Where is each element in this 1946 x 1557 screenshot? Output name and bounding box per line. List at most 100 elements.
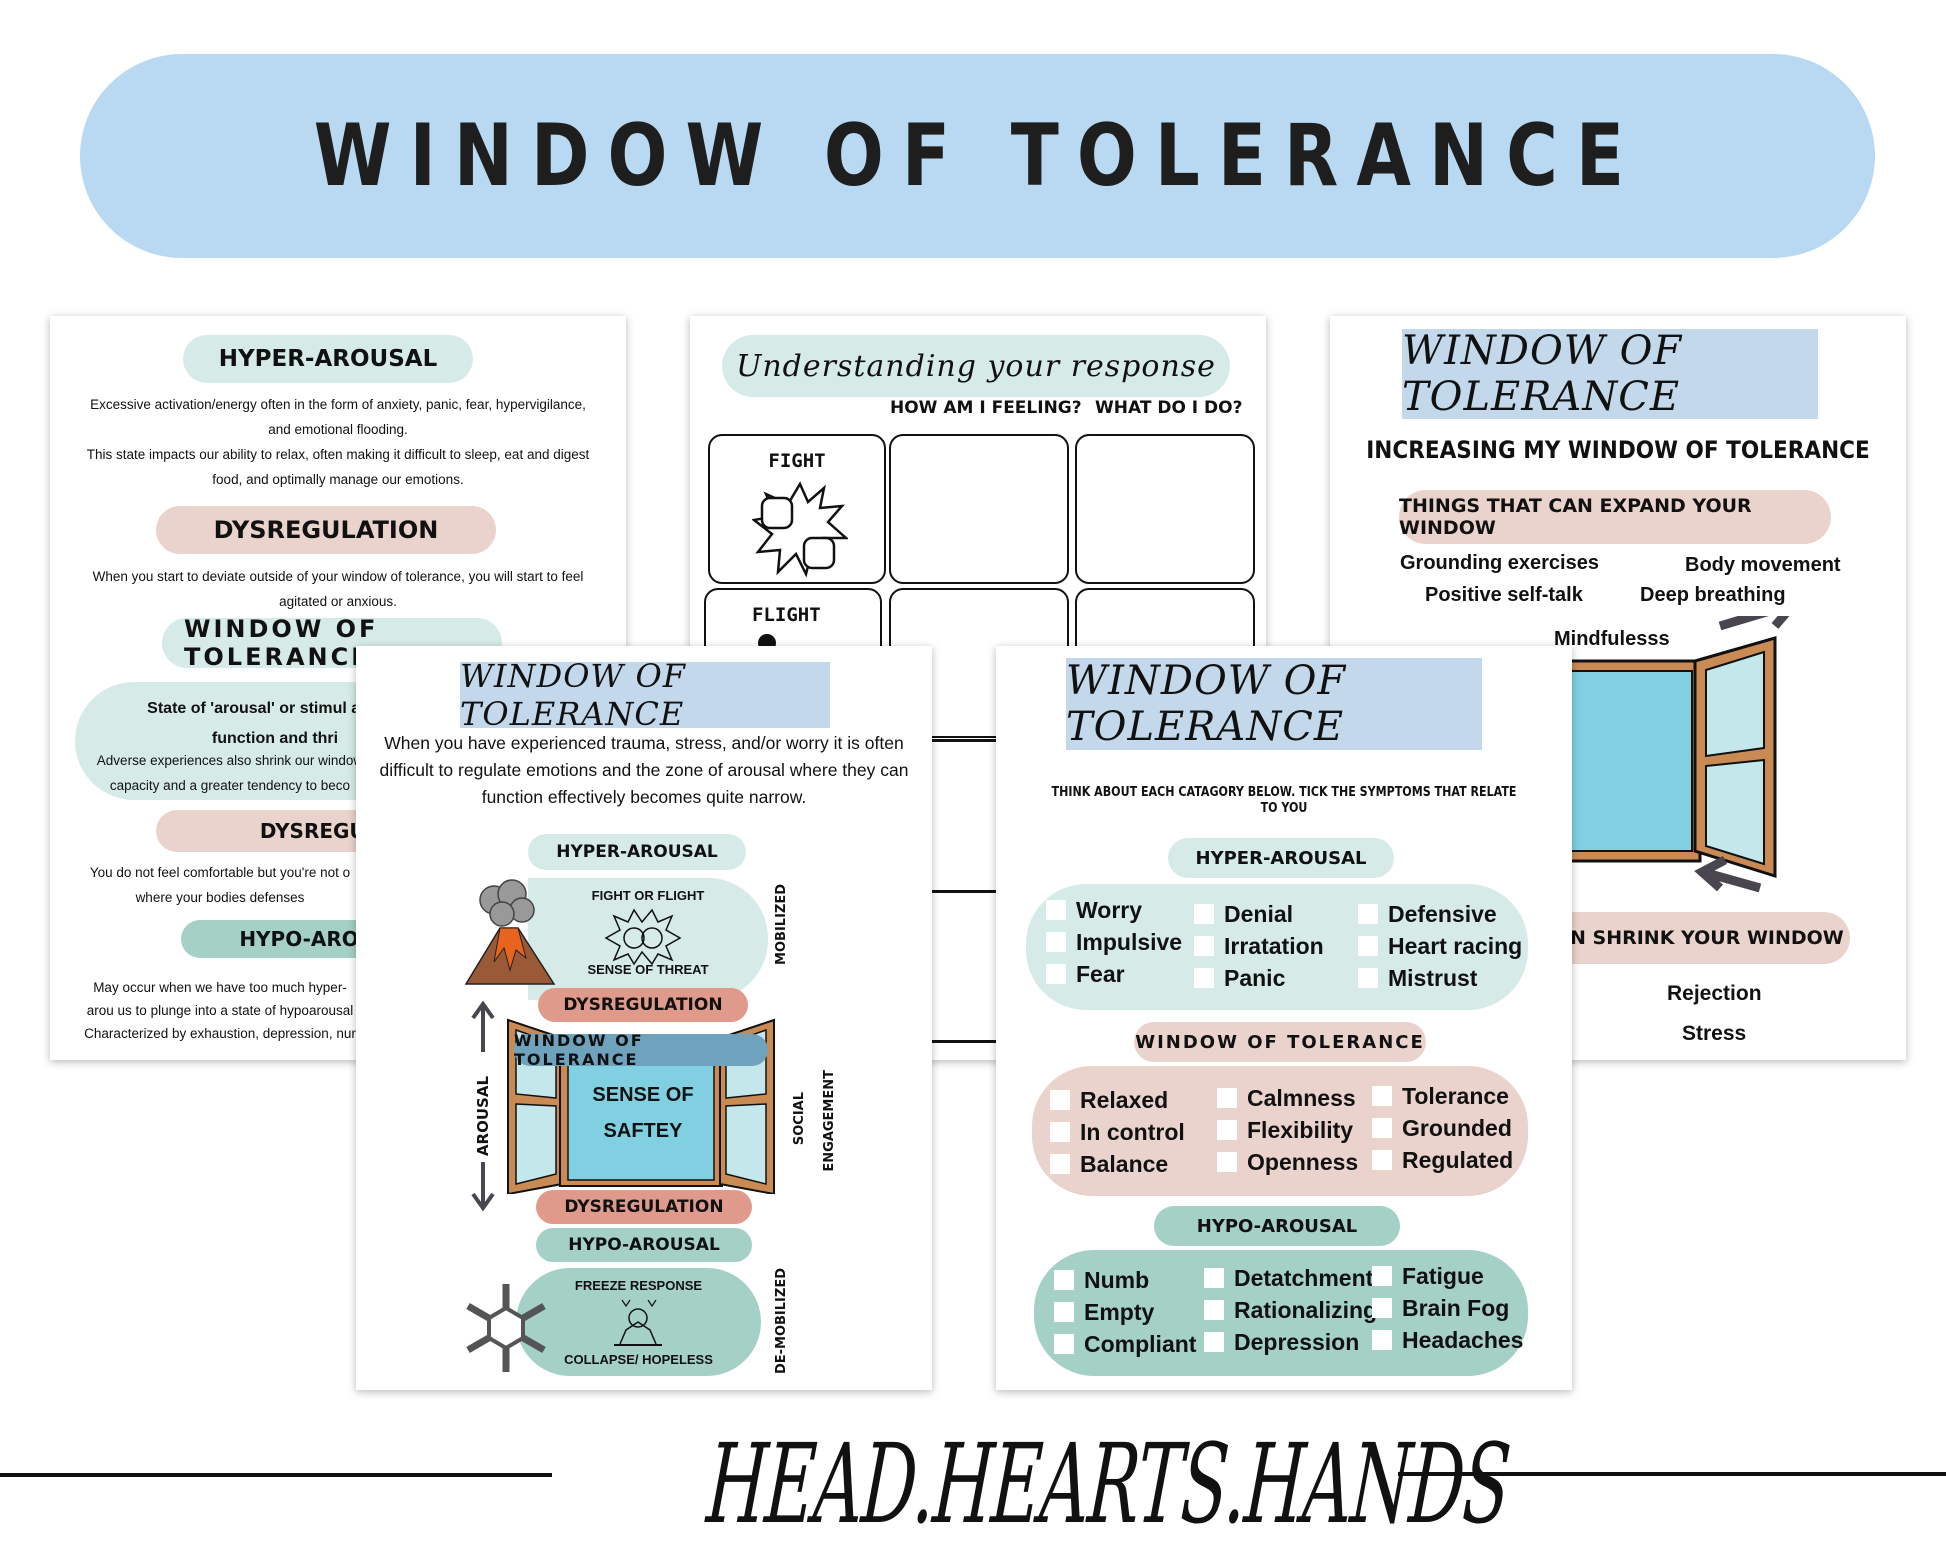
expand-item: Deep breathing xyxy=(1640,584,1786,606)
dysregulation-heading: DYSREGULATION xyxy=(213,516,439,544)
increase-subtitle: INCREASING MY WINDOW OF TOLERANCE xyxy=(1366,436,1870,464)
increase-title-box: WINDOW OF TOLERANCE xyxy=(1402,328,1818,420)
symptom-checkbox[interactable]: Mistrust xyxy=(1358,962,1522,994)
diagram-window-pill: WINDOW OF TOLERANCE xyxy=(514,1031,768,1069)
expand-item: Mindfulesss xyxy=(1554,628,1670,650)
title-banner: WINDOW OF TOLERANCE xyxy=(80,54,1875,258)
flight-label: FLIGHT xyxy=(752,604,821,626)
symptom-checkbox[interactable]: Numb xyxy=(1054,1264,1196,1296)
diagram-hyper-pill: HYPER-AROUSAL xyxy=(528,834,746,870)
symptom-checkbox[interactable]: Balance xyxy=(1050,1148,1185,1180)
mobilized-label: MOBILIZED xyxy=(774,884,789,965)
symptom-checkbox[interactable]: Regulated xyxy=(1372,1144,1513,1176)
fists-icon xyxy=(752,481,848,578)
checklist-instruction: THINK ABOUT EACH CATAGORY BELOW. TICK TH… xyxy=(1051,784,1517,816)
symptom-checkbox[interactable]: Panic xyxy=(1194,962,1324,994)
symptom-checkbox[interactable]: Relaxed xyxy=(1050,1084,1185,1116)
fight-action-cell[interactable] xyxy=(1075,434,1255,584)
snowflake-icon xyxy=(466,1284,546,1372)
fight-feeling-cell[interactable] xyxy=(889,434,1069,584)
arousal-arrows-icon xyxy=(471,1000,495,1212)
expand-pill: THINGS THAT CAN EXPAND YOUR WINDOW xyxy=(1399,490,1831,544)
hopeless-person-icon xyxy=(614,1299,662,1346)
group-hyper-pill: HYPER-AROUSAL xyxy=(1168,838,1394,878)
symptom-checkbox[interactable]: Impulsive xyxy=(1046,926,1182,958)
hypo-arousal-text: May occur when we have too much hyper-ar… xyxy=(84,980,356,1041)
response-title: Understanding your response xyxy=(736,348,1216,384)
symptom-checkbox[interactable]: In control xyxy=(1050,1116,1185,1148)
symptom-checkbox[interactable]: Tolerance xyxy=(1372,1080,1513,1112)
dys-top-pill: DYSREGULATION xyxy=(538,988,748,1022)
symptom-checkbox[interactable]: Denial xyxy=(1194,898,1324,930)
hyper-arousal-heading: HYPER-AROUSAL xyxy=(218,346,438,372)
symptom-checkbox[interactable]: Worry xyxy=(1046,894,1182,926)
hypo-bottom-text: COLLAPSE/ HOPELESS xyxy=(564,1352,713,1367)
page-response: Understanding your response HOW AM I FEE… xyxy=(690,316,1266,1060)
hyper-zone xyxy=(528,878,768,1000)
expand-heading: THINGS THAT CAN EXPAND YOUR WINDOW xyxy=(1399,495,1752,539)
window-bold-text: State of 'arousal' or stimul able to fun… xyxy=(147,700,403,747)
symptom-checkbox[interactable]: Brain Fog xyxy=(1372,1292,1523,1324)
expand-item: Positive self-talk xyxy=(1425,584,1583,606)
symptom-checkbox[interactable]: Calmness xyxy=(1217,1082,1358,1114)
symptom-checkbox[interactable]: Flexibility xyxy=(1217,1114,1358,1146)
symptom-checkbox[interactable]: Headaches xyxy=(1372,1324,1523,1356)
symptom-checkbox[interactable]: Depression xyxy=(1204,1326,1377,1358)
shrink-item: Stress xyxy=(1682,1022,1747,1045)
diagram-title: WINDOW OF TOLERANCE xyxy=(460,657,686,733)
group-hypo-heading: HYPO-AROUSAL xyxy=(1196,1215,1358,1237)
diagram-intro: When you have experienced trauma, stress… xyxy=(379,733,909,807)
symptom-checkbox[interactable]: Openness xyxy=(1217,1146,1358,1178)
shrink-heading: N SHRINK YOUR WINDOW xyxy=(1570,927,1844,949)
symptom-checkbox[interactable]: Compliant xyxy=(1054,1328,1196,1360)
diagram-hyper-label: HYPER-AROUSAL xyxy=(556,842,718,862)
safety-line-1: SENSE OF xyxy=(592,1084,694,1106)
diagram-hypo-label: HYPO-AROUSAL xyxy=(568,1235,720,1255)
symptom-checkbox[interactable]: Heart racing xyxy=(1358,930,1522,962)
expand-item: Grounding exercises xyxy=(1400,552,1599,574)
dys-top-label: DYSREGULATION xyxy=(563,995,723,1015)
hypo-arousal-heading: HYPO-AROU xyxy=(239,927,375,951)
window-heading: WINDOW OF TOLERANCE xyxy=(184,615,379,671)
symptom-checkbox[interactable]: Fear xyxy=(1046,958,1182,990)
footer-line-left xyxy=(0,1473,552,1477)
dysregulation-text: When you start to deviate outside of you… xyxy=(92,569,584,609)
hyper-arousal-pill: HYPER-AROUSAL xyxy=(183,335,473,383)
col-header-feeling: HOW AM I FEELING? xyxy=(890,398,1082,418)
symptom-checkbox[interactable]: Irratation xyxy=(1194,930,1324,962)
checklist-title-box: WINDOW OF TOLERANCE xyxy=(1066,658,1482,750)
group-hyper-box: Worry Impulsive Fear Denial Irratation P… xyxy=(1026,884,1528,1010)
dys-bottom-label: DYSREGULATION xyxy=(564,1197,724,1217)
hyper-bottom-text: SENSE OF THREAT xyxy=(587,962,709,977)
hypo-arousal-pill: HYPO-AROU xyxy=(181,920,381,958)
group-hypo-pill: HYPO-AROUSAL xyxy=(1154,1206,1400,1246)
symptom-checkbox[interactable]: Fatigue xyxy=(1372,1260,1523,1292)
group-window-box: Relaxed In control Balance Calmness Flex… xyxy=(1032,1066,1528,1196)
group-window-heading: WINDOW OF TOLERANCE xyxy=(1135,1031,1425,1053)
symptom-checkbox[interactable]: Empty xyxy=(1054,1296,1196,1328)
arousal-label: AROUSAL xyxy=(474,1076,492,1157)
banner-title: WINDOW OF TOLERANCE xyxy=(313,106,1642,206)
engagement-label: ENGAGEMENT xyxy=(822,1070,837,1172)
dysregulation-text-2: You do not feel comfortable but you're n… xyxy=(89,865,351,905)
response-title-pill: Understanding your response xyxy=(722,335,1230,397)
symptom-checkbox[interactable]: Rationalizing xyxy=(1204,1294,1377,1326)
hyper-top-text: FIGHT OR FLIGHT xyxy=(591,888,705,903)
fight-label: FIGHT xyxy=(768,450,826,472)
fight-flight-icon xyxy=(604,908,682,966)
divider-line xyxy=(930,1040,1010,1043)
dys-bottom-pill: DYSREGULATION xyxy=(536,1190,752,1224)
group-hyper-heading: HYPER-AROUSAL xyxy=(1195,847,1367,869)
diagram-window-label: WINDOW OF TOLERANCE xyxy=(514,1031,644,1069)
fight-label-cell: FIGHT xyxy=(708,434,886,584)
symptom-checkbox[interactable]: Detatchment xyxy=(1204,1262,1377,1294)
symptom-checkbox[interactable]: Grounded xyxy=(1372,1112,1513,1144)
safety-line-2: SAFTEY xyxy=(603,1120,683,1142)
group-hypo-box: Numb Empty Compliant Detatchment Rationa… xyxy=(1034,1250,1528,1376)
checklist-title: WINDOW OF TOLERANCE xyxy=(1066,658,1347,750)
page-checklist: WINDOW OF TOLERANCE THINK ABOUT EACH CAT… xyxy=(996,646,1572,1390)
increase-title: WINDOW OF TOLERANCE xyxy=(1402,328,1683,420)
demobilized-label: DE-MOBILIZED xyxy=(774,1268,789,1375)
page-diagram: WINDOW OF TOLERANCE When you have experi… xyxy=(356,646,932,1390)
symptom-checkbox[interactable]: Defensive xyxy=(1358,898,1522,930)
